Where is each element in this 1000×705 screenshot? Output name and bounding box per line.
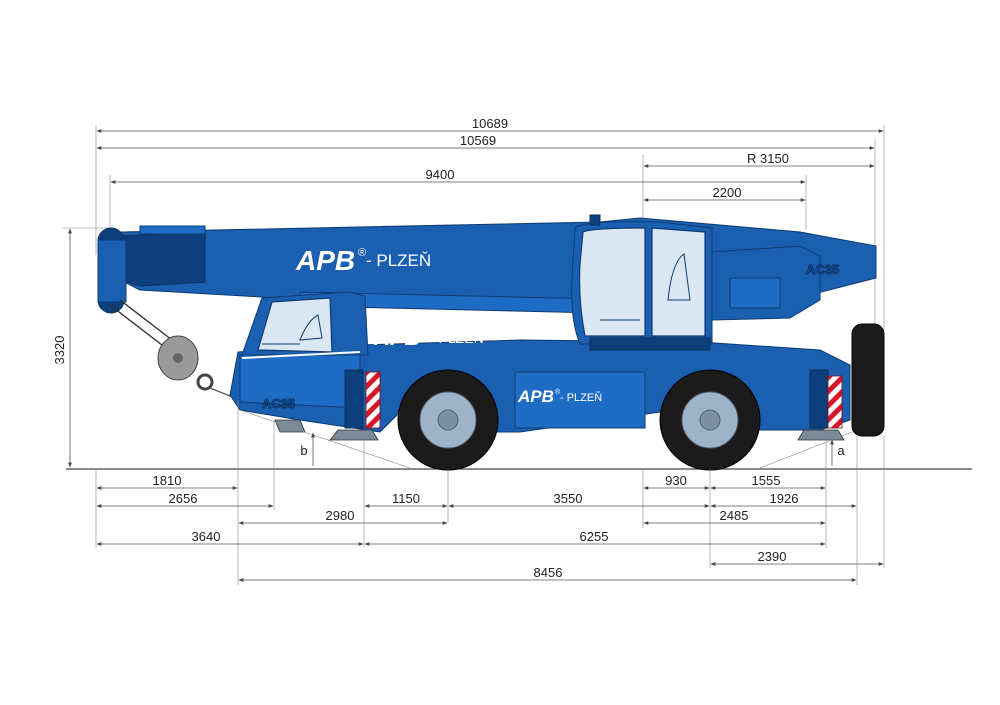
boom-tip-section (119, 231, 206, 287)
warning-marker-front (365, 371, 381, 429)
label-a: a (837, 443, 845, 458)
warning-marker-rear (827, 375, 843, 429)
logo-chassis-main: APB (373, 325, 421, 350)
dim-1555: 1555 (752, 473, 781, 488)
dim-2656: 2656 (169, 491, 198, 506)
dim-2980: 2980 (326, 508, 355, 523)
model-label-chassis: AC35 (262, 396, 295, 411)
dim-3640: 3640 (192, 529, 221, 544)
dim-6255: 6255 (580, 529, 609, 544)
dim-1810: 1810 (153, 473, 182, 488)
outrigger-rear (809, 369, 829, 429)
crane-cab-window-front (578, 227, 646, 337)
bottom-dimensions: 1810 930 1555 2656 1150 3550 1926 2980 2… (96, 473, 884, 582)
logo-side-city: - PLZEŇ (560, 391, 602, 404)
outrigger-front (344, 369, 364, 429)
spare-tyre (851, 323, 885, 437)
crane-cab-window-side (651, 227, 706, 337)
label-b: b (300, 443, 307, 458)
dim-8456: 8456 (534, 565, 563, 580)
dim-1150: 1150 (392, 491, 420, 506)
dim-2485: 2485 (720, 508, 749, 523)
hook (196, 373, 214, 391)
crane-illustration: APB ® - PLZEŇ APB ® - PLZEŇ APB ® - PLZE… (97, 214, 885, 471)
logo-boom-main: APB (295, 245, 355, 276)
logo-side-reg: ® (555, 388, 561, 396)
dim-2200: 2200 (713, 185, 742, 200)
logo-side-main: APB (517, 387, 554, 406)
bottom-extension-lines (95, 400, 885, 585)
dim-930: 930 (665, 473, 687, 488)
dim-10689: 10689 (472, 116, 508, 131)
dim-3550: 3550 (554, 491, 583, 506)
dim-9400: 9400 (426, 167, 455, 182)
height-dimension: 3320 (52, 227, 110, 468)
dim-3320: 3320 (52, 336, 67, 365)
dim-10569: 10569 (460, 133, 496, 148)
logo-chassis-city: - PLZEŇ (430, 330, 484, 346)
logo-boom-city: - PLZEŇ (366, 251, 431, 270)
dim-2390: 2390 (758, 549, 787, 564)
logo-chassis-reg: ® (424, 325, 431, 335)
dim-r3150: R 3150 (747, 151, 789, 166)
model-label-boom: AC35 (806, 262, 839, 277)
top-dimensions: 10689 10569 R 3150 9400 2200 (95, 116, 885, 330)
logo-boom-reg: ® (358, 247, 366, 259)
dim-1926: 1926 (770, 491, 799, 506)
